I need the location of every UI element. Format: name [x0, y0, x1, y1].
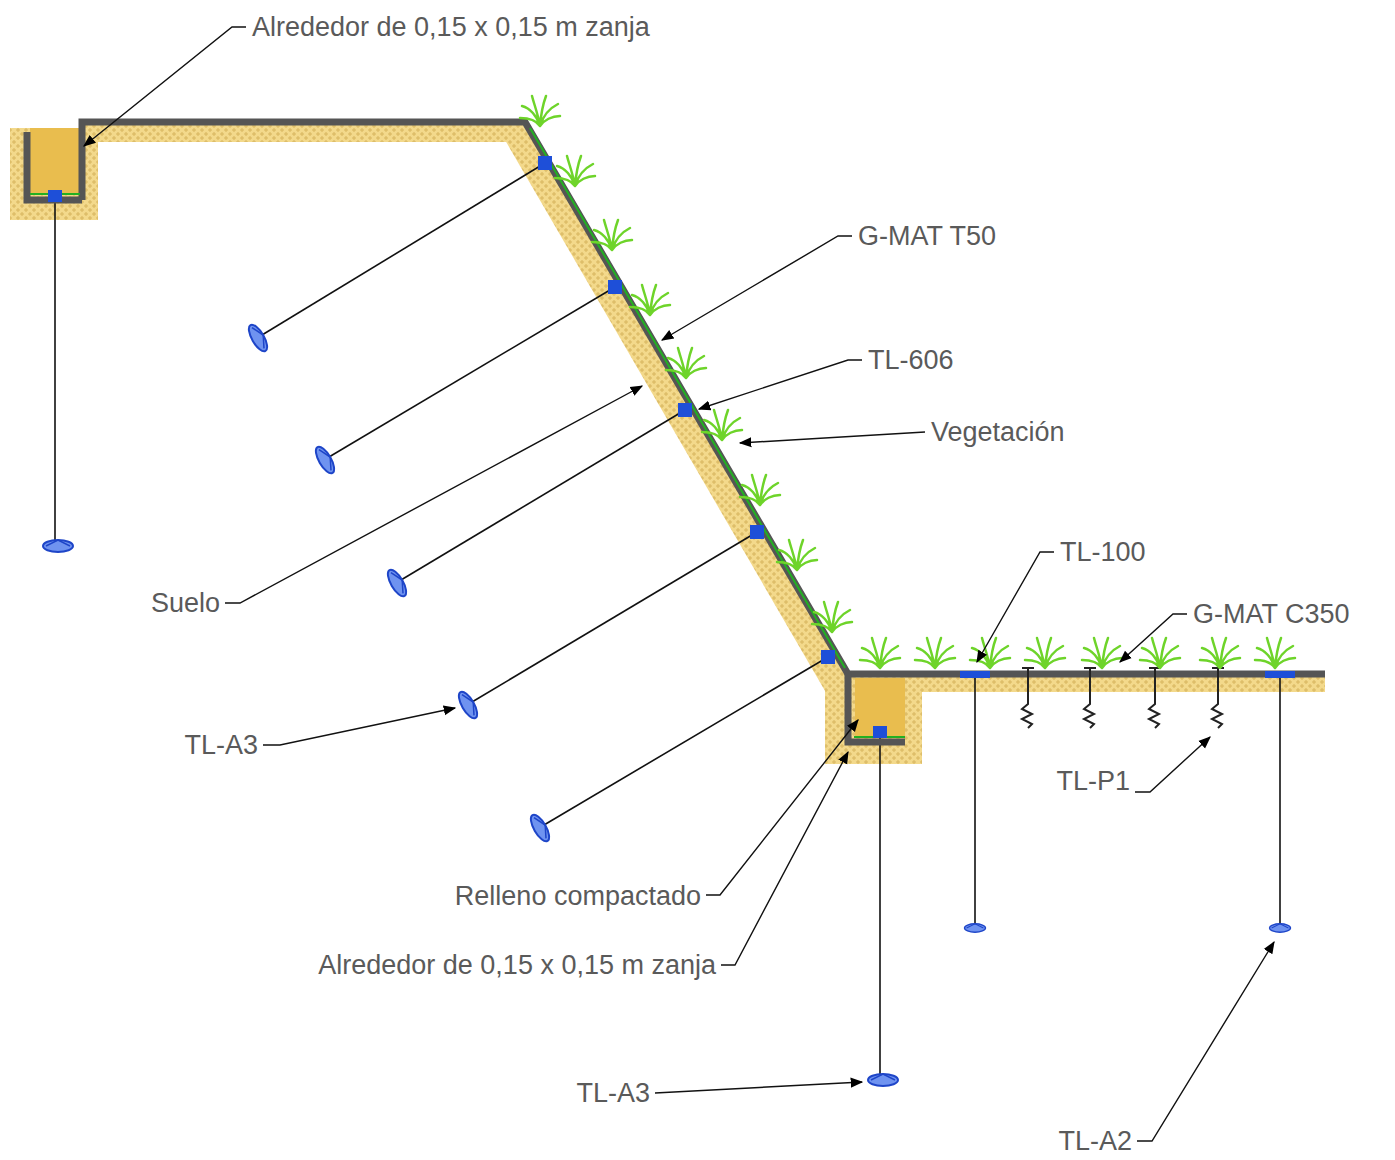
material-label: G-MAT C350	[1191, 599, 1352, 629]
callout-label: Alrededor de 0,15 x 0,15 m zanja	[316, 950, 718, 980]
material-label: G-MAT T50	[856, 221, 998, 251]
part-label: TL-A3	[182, 730, 260, 760]
callout-label: Relleno compactado	[453, 881, 703, 911]
callout-label: Vegetación	[929, 417, 1067, 447]
part-label: TL-100	[1058, 537, 1148, 567]
part-label: TL-P1	[1054, 766, 1132, 796]
part-label: TL-606	[866, 345, 956, 375]
part-label: TL-A2	[1056, 1126, 1134, 1156]
part-label: TL-A3	[574, 1078, 652, 1108]
callout-label: Suelo	[149, 588, 222, 618]
callout-label: Alrededor de 0,15 x 0,15 m zanja	[250, 12, 652, 42]
